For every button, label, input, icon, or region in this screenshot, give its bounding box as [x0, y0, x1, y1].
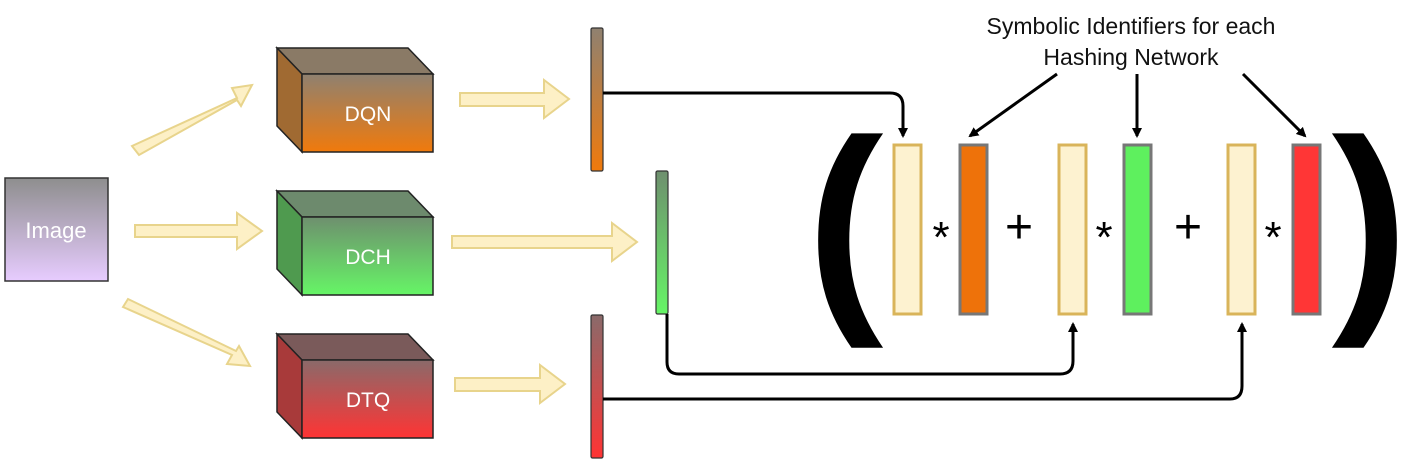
combined-code-formula: ( ) * + * + * [807, 92, 1409, 349]
image-box [4, 177, 109, 282]
annotation-arrow-1 [968, 72, 1058, 138]
connector-dch-to-code2 [665, 314, 1078, 376]
flow-arrows [121, 77, 639, 406]
cube-top [275, 190, 435, 218]
hash-code-bar-dch [655, 170, 669, 315]
annotation: Symbolic Identifiers for each Hashing Ne… [987, 13, 1276, 70]
image-input-node: Image [4, 177, 109, 282]
plus-sign-1: + [1005, 201, 1033, 254]
multiply-sign-3: * [1264, 213, 1281, 262]
arrow-image-to-dtq [121, 297, 252, 368]
cube-front [301, 73, 434, 153]
open-parenthesis: ( [807, 92, 884, 349]
network-label-dqn: DQN [345, 103, 392, 126]
arrow-image-to-dch [134, 211, 264, 251]
network-label-dtq: DTQ [346, 389, 390, 412]
arrow-dch-to-code [451, 220, 639, 264]
connector-dtq-to-code3 [603, 322, 1247, 401]
identifier-bar-dch [1122, 143, 1153, 316]
plus-sign-2: + [1174, 201, 1202, 254]
cube-top [275, 47, 435, 75]
identifier-bar-dtq [1291, 143, 1322, 316]
arrow-dqn-to-code [459, 77, 571, 121]
hash-code-bar-dqn [590, 27, 604, 172]
annotation-arrow-3 [1241, 72, 1307, 138]
multiply-sign-1: * [932, 213, 949, 262]
network-label-dch: DCH [345, 246, 391, 269]
arrow-dtq-to-code [454, 362, 567, 406]
network-cube-dtq: DTQ [275, 332, 435, 440]
cube-front [301, 216, 434, 296]
network-cube-dch: DCH [275, 189, 435, 297]
annotation-line-2: Hashing Network [1043, 44, 1219, 70]
annotation-line-1: Symbolic Identifiers for each [987, 13, 1276, 39]
hash-code-bar-dtq [590, 314, 604, 459]
close-parenthesis: ) [1332, 92, 1409, 349]
connectors [603, 72, 1307, 401]
code-bar-2 [1057, 143, 1088, 316]
network-cube-dqn: DQN [275, 46, 435, 154]
image-label: Image [25, 218, 86, 243]
code-bar-3 [1226, 143, 1257, 316]
code-bar-1 [892, 143, 923, 316]
cube-front [301, 359, 434, 439]
identifier-bar-dqn [958, 143, 989, 316]
arrow-image-to-dqn [130, 83, 254, 157]
multiply-sign-2: * [1095, 213, 1112, 262]
connector-dqn-to-code1 [603, 91, 908, 138]
cube-top [275, 333, 435, 361]
